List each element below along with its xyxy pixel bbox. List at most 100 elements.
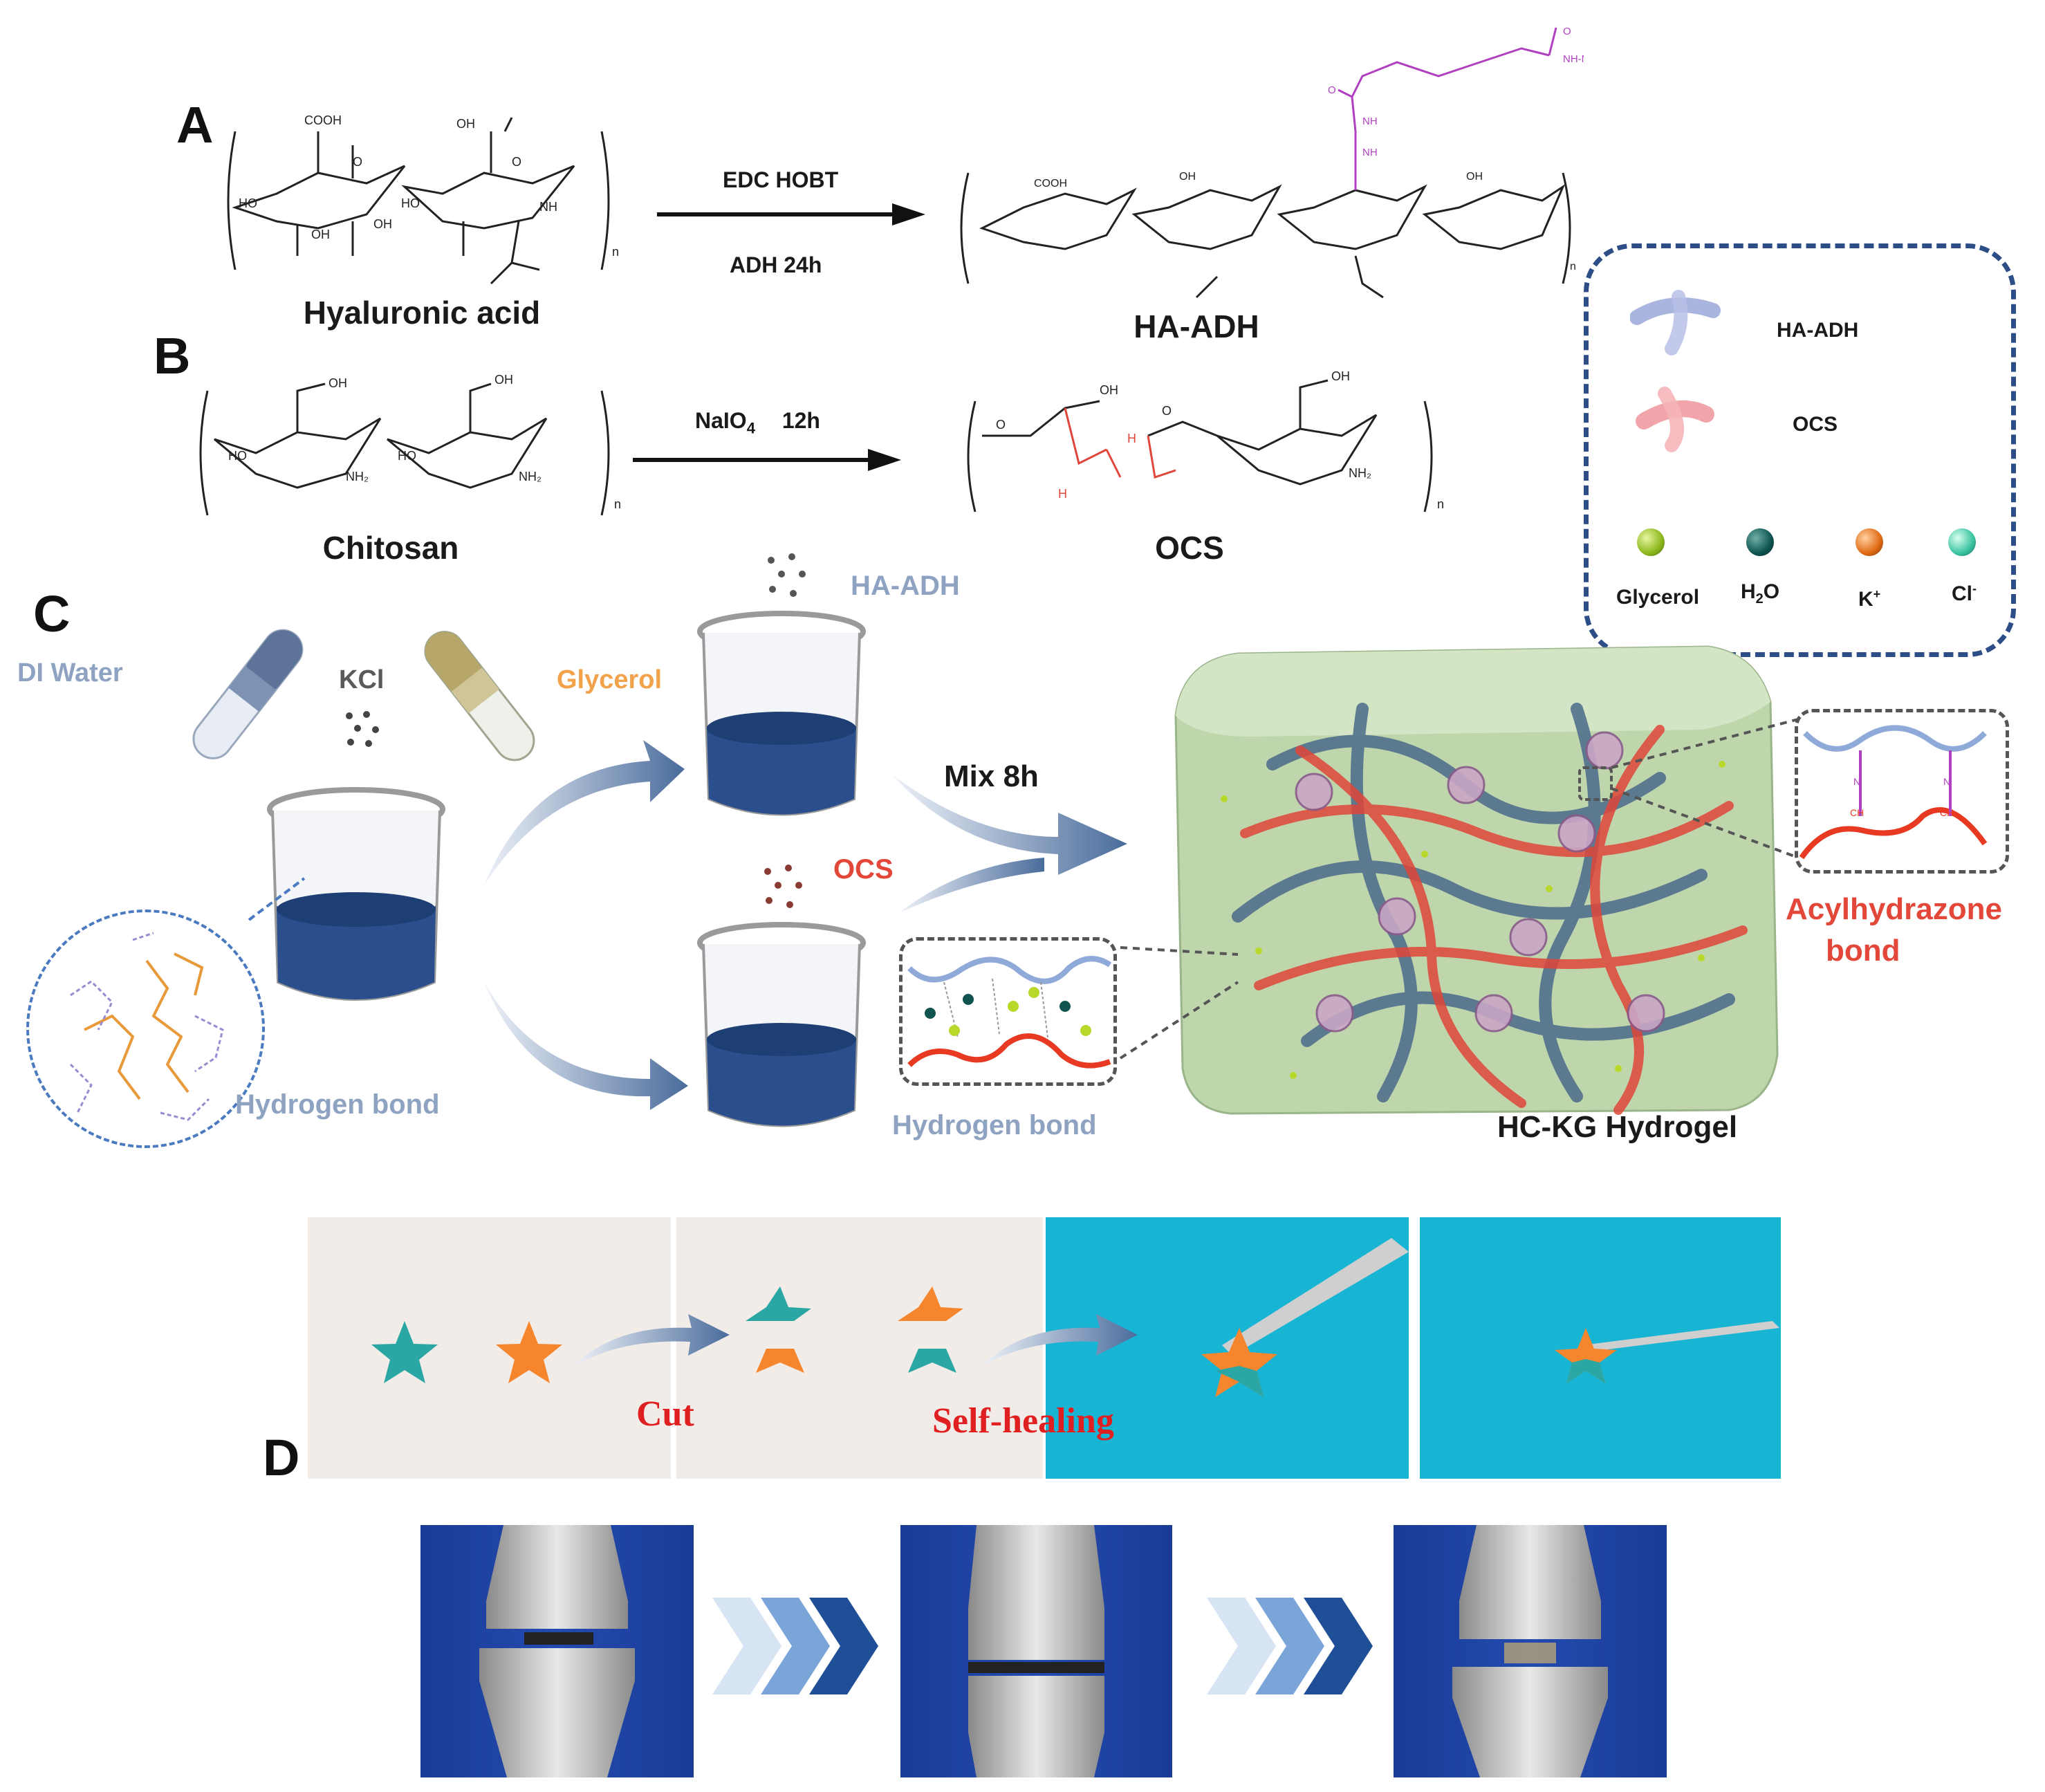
chloride-sphere-icon (1948, 528, 1976, 556)
ha-adh-label: HA-ADH (1133, 308, 1259, 344)
legend-k-symbol: K (1858, 588, 1873, 611)
kcl-label: KCl (339, 665, 385, 694)
legend-h2o-h: H (1741, 580, 1756, 603)
svg-text:O: O (1328, 84, 1336, 96)
ha-adh-chain-icon (1630, 290, 1721, 355)
legend-h2o-o: O (1763, 580, 1780, 603)
panel-label-b: B (154, 327, 191, 385)
svg-text:NH₂: NH₂ (346, 470, 369, 483)
zoom-connector (1119, 946, 1239, 1060)
svg-text:OH: OH (456, 117, 475, 131)
chitosan-label: Chitosan (322, 530, 459, 566)
svg-text:N: N (1853, 776, 1860, 787)
curved-arrow-icon (574, 1314, 730, 1366)
svg-text:n: n (612, 245, 619, 259)
svg-text:CH: CH (1850, 807, 1864, 818)
reagent-12h: 12h (781, 408, 820, 433)
acylhydrazone-label-2: bond (1826, 934, 1900, 968)
panel-label-a: A (176, 96, 214, 154)
mix-8h-label: Mix 8h (944, 759, 1039, 793)
svg-text:HO: HO (398, 449, 416, 463)
test-tube-icon (424, 631, 535, 761)
svg-text:COOH: COOH (304, 113, 342, 127)
chevron-arrows-icon (712, 1598, 878, 1694)
compression-tester-illustration (968, 1525, 1104, 1777)
glycerol-label: Glycerol (557, 665, 663, 694)
beaker-icon (267, 787, 445, 1001)
photo-lifted-star (1420, 1217, 1781, 1479)
svg-text:OH: OH (1466, 171, 1483, 183)
svg-text:n: n (1570, 261, 1576, 273)
hydrogen-bond-network-illustration (69, 932, 224, 1121)
reagent-naio-subscript: 4 (746, 419, 755, 437)
svg-text:OH: OH (1100, 383, 1118, 397)
legend-k: K+ (1858, 587, 1880, 611)
hyaluronic-acid-label: Hyaluronic acid (303, 295, 541, 331)
legend-glycerol: Glycerol (1616, 586, 1700, 609)
svg-text:NH₂: NH₂ (1349, 466, 1371, 480)
test-tube-icon (192, 629, 304, 759)
curved-arrow-down-icon (484, 982, 688, 1110)
reagent-naio: NaIO (695, 408, 747, 433)
svg-text:N: N (1943, 776, 1950, 787)
svg-text:OH: OH (311, 228, 330, 241)
arrow-right-icon (633, 449, 901, 471)
di-water-label: DI Water (17, 658, 123, 687)
svg-text:H: H (1058, 487, 1067, 501)
svg-text:OH: OH (494, 373, 513, 387)
water-sphere-icon (1746, 528, 1774, 556)
curved-arrow-icon (982, 1314, 1138, 1366)
svg-text:NH-NH₂: NH-NH₂ (1563, 53, 1584, 65)
compression-tester-illustration (479, 1525, 635, 1777)
chevron-arrows-icon (1207, 1598, 1373, 1694)
svg-text:O: O (996, 418, 1006, 432)
svg-text:HO: HO (228, 449, 247, 463)
legend-cl-charge: - (1972, 582, 1977, 595)
svg-text:n: n (1437, 497, 1444, 511)
photo-compression-1 (420, 1525, 694, 1777)
beaker-icon (697, 922, 866, 1127)
legend-cl-symbol: Cl (1952, 582, 1972, 605)
ha-adh-particles-icon (768, 553, 806, 597)
legend-k-charge: + (1873, 587, 1881, 601)
cut-label: Cut (636, 1394, 694, 1434)
photo-compression-3 (1394, 1525, 1667, 1777)
panel-label-d: D (263, 1429, 300, 1486)
legend-box: HA-ADH OCS Glycerol H2O K+ Cl- (1584, 243, 2016, 657)
curved-arrow-up-icon (484, 740, 685, 885)
panel-label-c: C (33, 585, 71, 643)
svg-text:NH: NH (1362, 147, 1378, 158)
svg-text:OH: OH (329, 376, 347, 390)
glycerol-sphere-icon (1637, 528, 1665, 556)
ha-adh-c-label: HA-ADH (851, 571, 960, 601)
hydrogen-bond-mid-label: Hydrogen bond (892, 1110, 1097, 1140)
self-healing-label: Self-healing (932, 1401, 1114, 1441)
zoom-connector (1611, 718, 1799, 859)
svg-text:OH: OH (1179, 171, 1196, 183)
hydrogen-bond-zoom-circle (26, 909, 265, 1148)
zoom-connector (248, 877, 306, 921)
svg-text:O: O (1563, 26, 1571, 37)
reagents-edc-hobt: EDC HOBT (723, 167, 839, 192)
cut-star-photo-illustration (746, 1286, 963, 1373)
ocs-label: OCS (1155, 530, 1224, 566)
legend-ocs: OCS (1793, 413, 1838, 436)
lifted-star-illustration (1555, 1321, 1779, 1383)
hc-kg-hydrogel-label: HC-KG Hydrogel (1497, 1110, 1738, 1144)
hydrogen-bond-left-label: Hydrogen bond (235, 1089, 440, 1120)
svg-text:COOH: COOH (1034, 178, 1067, 190)
kcl-particles-icon (346, 711, 379, 747)
hydrogen-bond-inset-illustration (907, 956, 1112, 1069)
legend-cl: Cl- (1952, 582, 1977, 606)
acylhydrazone-label-1: Acylhydrazone (1786, 892, 2002, 926)
reagents-adh-24h: ADH 24h (730, 252, 822, 277)
ocs-c-label: OCS (833, 854, 894, 885)
healed-star-illustration (1201, 1238, 1409, 1397)
hydrogen-bond-inset (899, 937, 1117, 1086)
